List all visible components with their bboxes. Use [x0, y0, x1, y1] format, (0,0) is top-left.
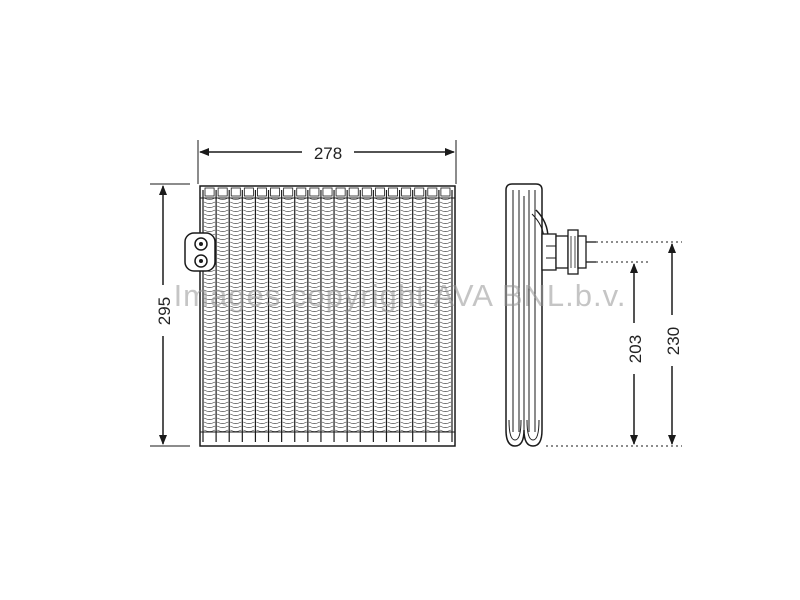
top-tank	[199, 185, 456, 199]
outlet-height-label: 203	[626, 335, 645, 363]
height-label: 295	[155, 297, 174, 325]
pipe-fittings	[541, 229, 596, 275]
dimension-height: 295	[150, 183, 190, 447]
side-view	[505, 183, 682, 447]
fin-tubes	[202, 187, 453, 442]
connector-flange	[184, 232, 216, 272]
dimension-inlet-height: 230	[664, 243, 683, 445]
front-view	[184, 185, 456, 447]
dimension-outlet-height: 203	[626, 263, 645, 445]
bottom-tank	[199, 431, 456, 447]
width-label: 278	[314, 144, 342, 163]
dimension-width: 278	[197, 140, 457, 184]
inlet-height-label: 230	[664, 327, 683, 355]
